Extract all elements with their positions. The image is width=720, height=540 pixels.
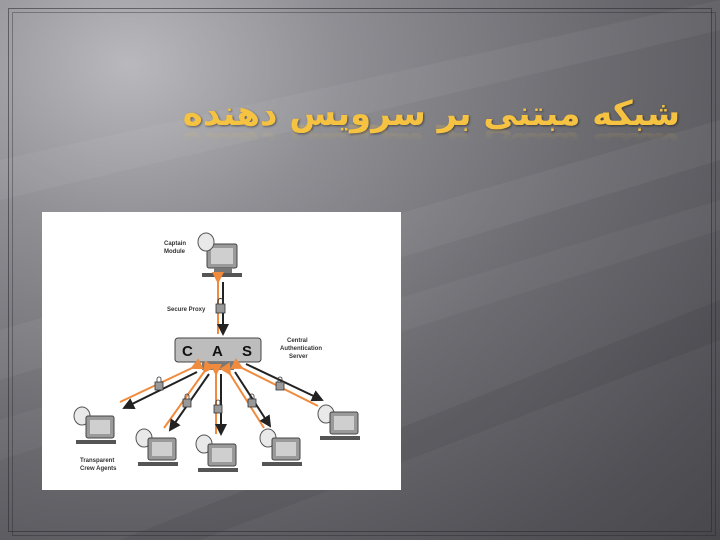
agent-computer-4 [259,428,302,466]
network-diagram: Captain Module Secure Proxy C A S Centra… [42,212,401,490]
agents-label-line2: Crew Agents [80,466,117,472]
lock-icons [154,376,285,414]
agent-computer-2 [135,428,178,466]
agent-links [119,358,324,436]
captain-module-computer [197,232,242,277]
cas-letter-a: A [212,343,223,360]
server-label-line2: Authentication [280,346,322,352]
slide-title-area: شبکه مبتنی بر سرویس دهنده شبکه مبتنی بر … [120,90,680,170]
slide-title-reflection: شبکه مبتنی بر سرویس دهنده [182,124,680,164]
agents-label-line1: Transparent [80,458,114,464]
cas-letter-c: C [182,343,193,360]
slide-title: شبکه مبتنی بر سرویس دهنده [182,94,680,134]
proxy-label: Secure Proxy [167,307,206,313]
server-label-line3: Server [289,354,308,360]
slide-frame-shadow [12,12,716,536]
captain-label-line2: Module [164,249,186,255]
captain-label-line1: Captain [164,241,186,247]
server-label-line1: Central [287,338,308,344]
agent-computer-1 [73,406,116,444]
agent-computer-5 [317,404,360,440]
cas-server: C A S [174,337,262,370]
proxy-link [212,272,229,336]
cas-letter-s: S [242,343,252,360]
agent-computer-3 [195,434,238,472]
slide-frame [8,8,712,532]
